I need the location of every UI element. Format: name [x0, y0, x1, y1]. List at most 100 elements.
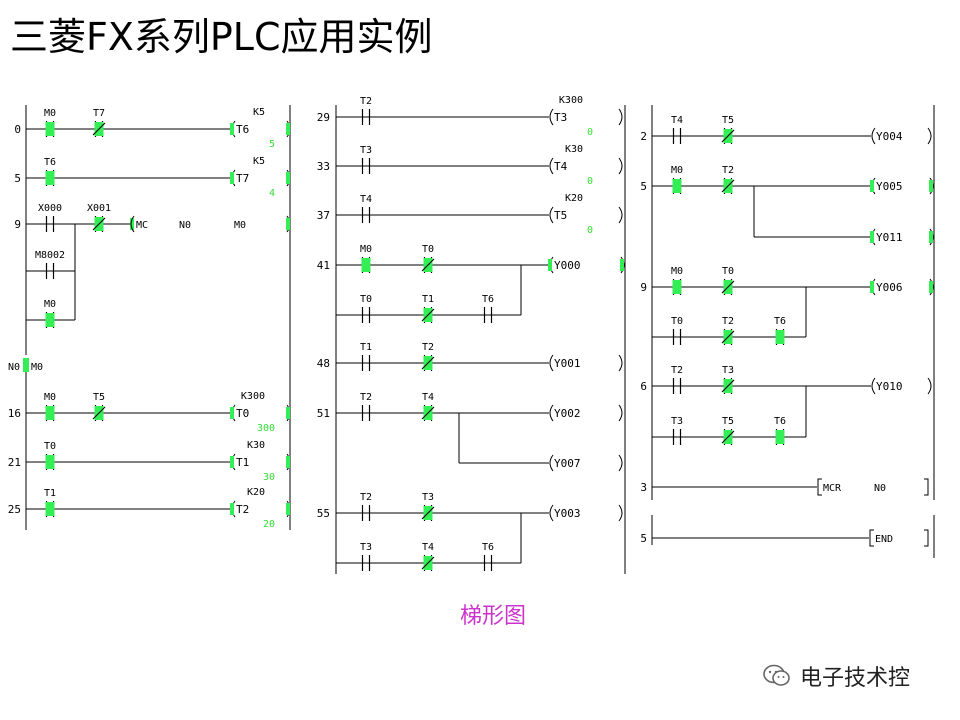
contact-label: M0	[44, 108, 56, 119]
contact	[672, 378, 682, 394]
contact	[45, 405, 55, 421]
watermark: 电子技术控	[762, 660, 910, 692]
coil	[870, 278, 876, 296]
contact-label: T3	[422, 492, 434, 503]
preset-label: K5	[253, 107, 265, 118]
contact	[361, 207, 371, 223]
contact	[361, 555, 371, 571]
coil-label: Y005	[876, 180, 903, 193]
contact-label: T6	[44, 157, 56, 168]
step-number: 25	[8, 503, 21, 516]
step-number: 16	[8, 407, 21, 420]
coil	[549, 108, 554, 126]
contact-label: T0	[422, 244, 434, 255]
contact-label: T1	[44, 488, 56, 499]
preset-label: K5	[253, 156, 265, 167]
contact-label: T5	[722, 115, 734, 126]
contact-label: M0	[44, 392, 56, 403]
step-number: 6	[640, 380, 647, 393]
contact	[721, 429, 735, 445]
step-number: 0	[14, 123, 21, 136]
contact-label: T2	[360, 392, 372, 403]
right-bracket	[286, 169, 291, 187]
contact	[672, 279, 682, 295]
coil-label: Y000	[554, 259, 581, 272]
coil-label: T1	[236, 456, 249, 469]
coil-label: T7	[236, 172, 249, 185]
coil-label: Y002	[554, 407, 581, 420]
step-number: 37	[317, 209, 330, 222]
coil-label: Y003	[554, 507, 581, 520]
contact-label: T0	[360, 294, 372, 305]
contact	[483, 307, 493, 323]
contact-label: T7	[93, 108, 105, 119]
contact	[361, 257, 371, 273]
mc-marker	[130, 218, 134, 230]
contact	[421, 307, 435, 323]
coil-label: Y011	[876, 231, 903, 244]
coil-label: T5	[554, 209, 567, 222]
current-value: 5	[269, 139, 275, 150]
right-bracket	[286, 404, 291, 422]
contact	[672, 128, 682, 144]
mc-bracket	[130, 215, 135, 233]
wechat-icon	[763, 664, 790, 686]
preset-label: K300	[559, 95, 583, 106]
contact	[361, 158, 371, 174]
contact	[721, 378, 735, 394]
coil	[549, 206, 554, 224]
contact-label: T3	[360, 145, 372, 156]
right-bracket	[927, 127, 932, 145]
coil-label: Y006	[876, 281, 903, 294]
coil	[230, 120, 236, 138]
step-number: 33	[317, 160, 330, 173]
instr-bracket-left	[817, 478, 822, 496]
contact-label: T3	[722, 365, 734, 376]
contact	[45, 216, 55, 232]
diagram-caption: 梯形图	[460, 604, 527, 629]
current-value: 0	[587, 176, 593, 187]
contact	[483, 555, 493, 571]
right-bracket	[286, 120, 291, 138]
contact	[421, 405, 435, 421]
instr-label: MCR	[823, 483, 842, 494]
preset-label: K300	[241, 391, 265, 402]
step-number: 29	[317, 111, 330, 124]
mc-bus-relay: M0	[31, 362, 43, 373]
contact-label: T2	[422, 342, 434, 353]
contact-label: T6	[774, 416, 786, 427]
contact	[672, 178, 682, 194]
coil	[549, 454, 554, 472]
contact	[45, 312, 55, 328]
contact-label: T4	[422, 542, 434, 553]
contact-label: T1	[360, 342, 372, 353]
coil	[230, 404, 236, 422]
contact	[421, 355, 435, 371]
preset-label: K30	[565, 144, 583, 155]
coil	[548, 256, 554, 274]
coil	[549, 404, 554, 422]
instr-arg: N0	[874, 483, 886, 494]
step-number: 51	[317, 407, 330, 420]
instr-label: END	[875, 534, 893, 545]
coil-label: Y010	[876, 380, 903, 393]
contact	[421, 257, 435, 273]
right-bracket	[929, 228, 934, 246]
right-bracket	[929, 278, 934, 296]
instr-bracket-right	[924, 478, 929, 496]
contact-label: X000	[38, 203, 62, 214]
contact-label: T3	[671, 416, 683, 427]
coil	[871, 377, 876, 395]
step-number: 9	[640, 281, 647, 294]
contact	[721, 128, 735, 144]
step-number: 55	[317, 507, 330, 520]
contact-label: T1	[422, 294, 434, 305]
preset-label: K20	[565, 193, 583, 204]
watermark-text: 电子技术控	[800, 666, 911, 691]
step-number: 3	[640, 481, 647, 494]
mc-bus-label: N0	[8, 362, 20, 373]
contact	[361, 109, 371, 125]
right-bracket	[618, 454, 623, 472]
contact	[92, 216, 106, 232]
